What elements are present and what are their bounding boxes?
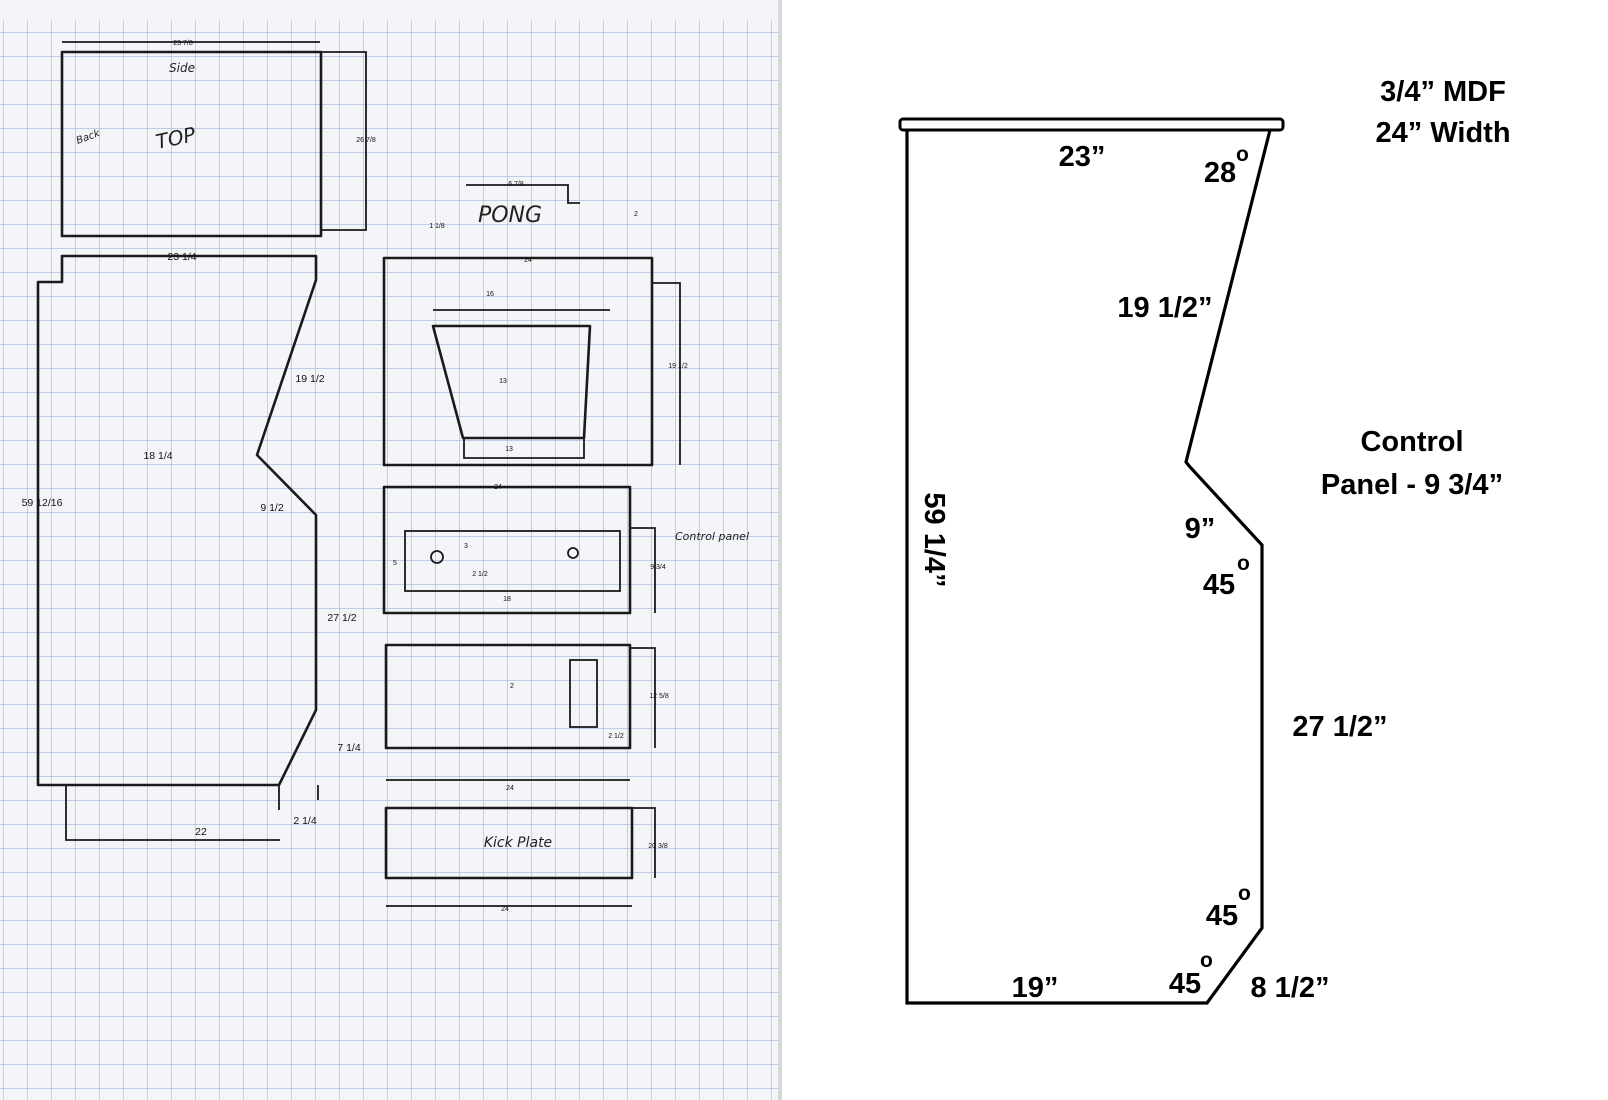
kick-plate-sketch: Kick Plate 20 3/8 24 (384, 806, 668, 913)
upper-angle: 45 (1203, 569, 1235, 601)
dim-opening-height: 13 (499, 378, 507, 385)
screen-panel-sketch: PONG 6 7/8 1 1/8 2 24 16 13 13 19 1/2 (382, 181, 688, 467)
front-panel-sketch: 2 12 5/8 2 1/2 24 (384, 643, 669, 792)
dim-control-inner-width: 18 (503, 596, 511, 603)
dim-screen-width: 24 (524, 257, 532, 264)
control-depth: 9” (1185, 513, 1216, 545)
height-dimension: 59 1/4” (918, 492, 950, 587)
dim-top-depth: 26 7/8 (356, 137, 376, 144)
dim-marquee-height: 2 (634, 211, 638, 218)
control-title: Control (1360, 426, 1463, 458)
dim-side-screen: 19 1/2 (295, 373, 324, 385)
dim-control-spacing: 3 (464, 543, 468, 550)
side-label: Side (169, 61, 195, 75)
degree-icon: o (1200, 949, 1213, 972)
dim-opening-bottom: 13 (505, 446, 513, 453)
control-panel-sketch: 24 3 5 2 1/2 18 9 3/4 Control panel (382, 484, 749, 615)
cabinet-profile: 3/4” MDF 24” Width 23” 28 o 19 1/2” Cont… (898, 76, 1511, 1005)
degree-icon: o (1237, 552, 1250, 575)
screen-dimension: 19 1/2” (1117, 292, 1212, 324)
hand-sketch: 23 7/8 26 7/8 Side Back TOP 23 1/4 18 1/… (0, 0, 782, 1100)
kick-dimension: 8 1/2” (1251, 972, 1330, 1004)
dim-screen-height: 19 1/2 (668, 363, 688, 370)
dim-kick-height: 20 3/8 (648, 843, 668, 850)
lower-angle: 45 (1206, 900, 1238, 932)
kick-plate-label: Kick Plate (484, 835, 552, 851)
material-label: 3/4” MDF (1380, 76, 1506, 108)
dim-top-width: 23 7/8 (173, 40, 193, 47)
dim-control-button-offset: 2 1/2 (472, 571, 488, 578)
dim-control-inner-height: 5 (393, 560, 397, 567)
bottom-dimension: 19” (1012, 972, 1059, 1004)
dim-side-kick-offset: 2 1/4 (293, 815, 317, 827)
dim-marquee-width: 6 7/8 (508, 181, 524, 188)
dim-side-height: 59 12/16 (22, 497, 63, 509)
degree-icon: o (1238, 882, 1251, 905)
control-size: Panel - 9 3/4” (1321, 469, 1503, 501)
front-dimension: 27 1/2” (1292, 711, 1387, 743)
width-label: 24” Width (1375, 117, 1510, 149)
dim-side-control: 9 1/2 (260, 502, 284, 514)
bottom-angle: 45 (1169, 968, 1201, 1000)
side-panel-sketch: 23 1/4 18 1/4 19 1/2 9 1/2 59 12/16 27 1… (22, 251, 361, 841)
degree-icon: o (1236, 143, 1249, 166)
dim-front-height: 12 5/8 (649, 693, 669, 700)
dim-opening-top: 16 (486, 291, 494, 298)
dim-marquee-offset: 1 1/8 (429, 223, 445, 230)
dim-side-front: 27 1/2 (327, 612, 356, 624)
dim-side-kick: 7 1/4 (337, 742, 361, 754)
dim-kick-width: 24 (501, 906, 509, 913)
dim-front-door-offset: 2 1/2 (608, 733, 624, 740)
dim-side-upper-depth: 18 1/4 (143, 450, 172, 462)
pong-marquee: PONG (478, 203, 542, 228)
dim-front-width: 24 (506, 785, 514, 792)
top-board (898, 117, 1285, 132)
side-profile-outline (905, 129, 1272, 1005)
dim-control-width: 24 (494, 484, 502, 491)
dim-side-bottom: 22 (195, 826, 207, 838)
top-angle: 28 (1204, 157, 1236, 189)
top-dimension: 23” (1059, 141, 1106, 173)
dim-front-offset: 2 (510, 683, 514, 690)
dim-control-depth: 9 3/4 (650, 564, 666, 571)
control-panel-note: Control panel (675, 530, 749, 543)
dim-side-top: 23 1/4 (167, 251, 196, 263)
